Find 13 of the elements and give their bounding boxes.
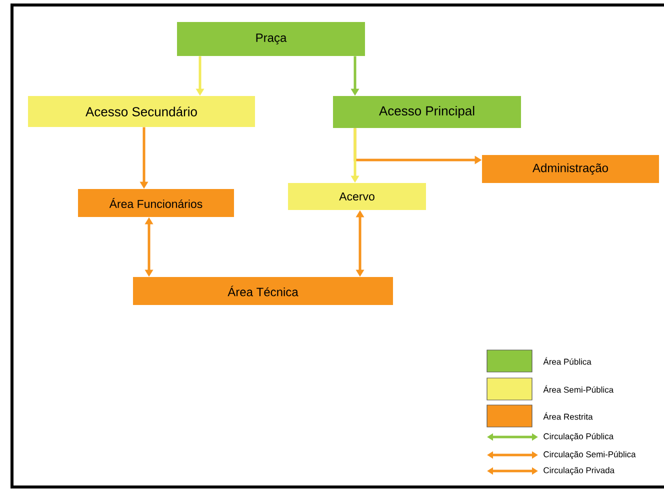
area-box: Administração xyxy=(482,155,659,183)
area-box: Área Funcionários xyxy=(78,189,234,217)
area-box: Área Técnica xyxy=(133,277,393,305)
legend-label: Área Pública xyxy=(543,357,592,365)
legend-label: Área Semi-Pública xyxy=(543,385,614,393)
area-box: Acervo xyxy=(288,183,426,210)
legend-label: Circulação Privada xyxy=(544,467,615,475)
legend-label: Circulação Semi-Pública xyxy=(544,450,636,460)
legend-label: Área Restrita xyxy=(543,412,593,420)
area-box: Acesso Secundário xyxy=(28,96,255,127)
legend-label: Circulação Pública xyxy=(544,432,614,442)
area-box: Praça xyxy=(177,22,365,56)
area-box: Acesso Principal xyxy=(333,96,521,128)
